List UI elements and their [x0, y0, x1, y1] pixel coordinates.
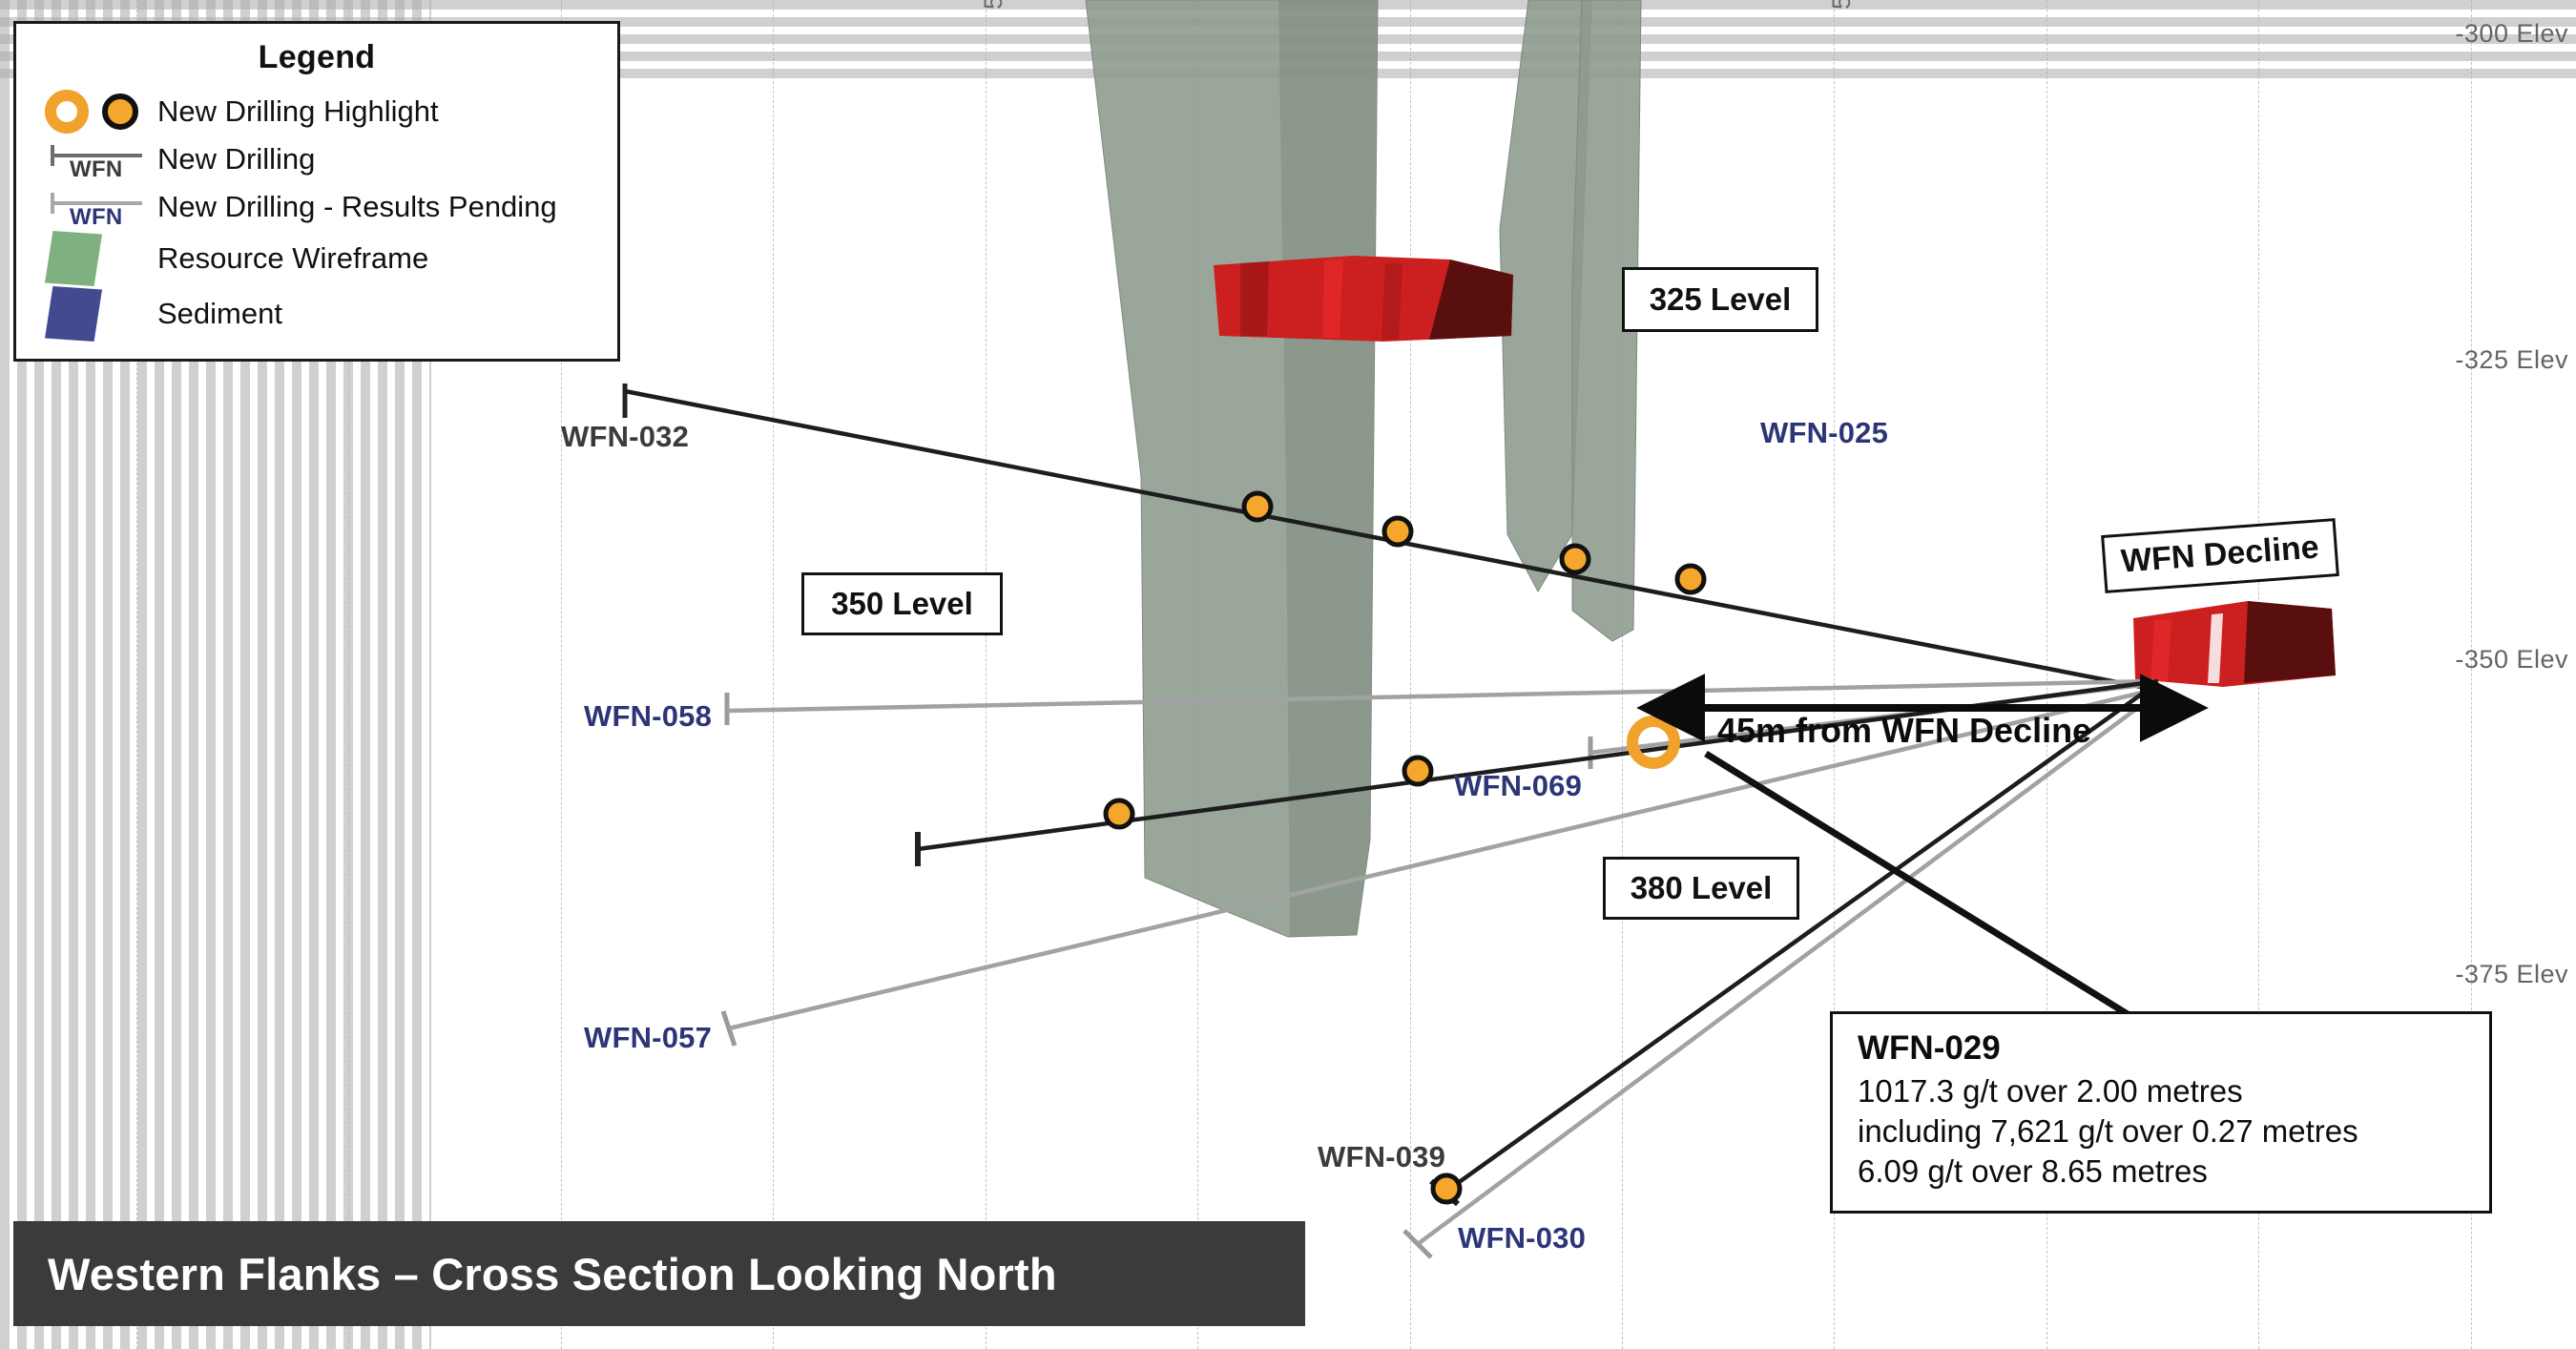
callout-line: 1017.3 g/t over 2.00 metres	[1858, 1073, 2243, 1109]
hole-label-WFN-032: WFN-032	[561, 420, 690, 453]
level-label-350: 350 Level	[801, 572, 1003, 635]
grid-line-v	[773, 0, 774, 1349]
legend-label: New Drilling Highlight	[157, 94, 439, 128]
highlight-ring-icon	[45, 90, 89, 134]
grid-line-v	[986, 0, 987, 1349]
level-label-325: 325 Level	[1622, 267, 1818, 332]
grid-line-v	[1410, 0, 1411, 1349]
hole-label-WFN-058: WFN-058	[584, 699, 713, 733]
green-swatch-icon	[45, 231, 102, 286]
legend-item-new-drilling-highlight: New Drilling Highlight	[16, 88, 617, 135]
resource-wireframe-left-shade	[1278, 0, 1378, 937]
callout-hole-id: WFN-029	[1858, 1029, 2001, 1067]
callout-line: including 7,621 g/t over 0.27 metres	[1858, 1112, 2358, 1149]
legend-label: Resource Wireframe	[157, 241, 429, 275]
grid-line-v	[1622, 0, 1623, 1349]
legend-item-results-pending: WFN New Drilling - Results Pending	[16, 183, 617, 231]
decline-solid-facet	[2150, 619, 2171, 681]
leader-line-WFN-029	[1704, 751, 2137, 1022]
title-banner: Western Flanks – Cross Section Looking N…	[13, 1221, 1305, 1326]
distance-label: 45m from WFN Decline	[1717, 711, 2092, 750]
legend-hole-code: WFN	[70, 156, 123, 182]
highlight-dot-icon	[102, 93, 138, 130]
drill-trace-pending-icon: WFN	[45, 185, 150, 230]
highlight-dot	[1103, 798, 1135, 830]
legend-symbol-pending: WFN	[45, 185, 157, 230]
legend-hole-code: WFN	[70, 204, 123, 230]
legend-label: New Drilling	[157, 142, 316, 176]
drill-trace-WFN-057	[728, 686, 2159, 1031]
highlight-dot	[1559, 543, 1591, 575]
ore-lens-upper-facet	[1240, 261, 1269, 336]
ore-lens-upper-facet	[1381, 263, 1402, 340]
grid-line-v	[561, 0, 562, 1349]
northing-label: 544075 N	[1827, 0, 1857, 10]
legend-item-resource-wireframe: Resource Wireframe	[16, 231, 617, 286]
legend-symbol-new-drilling: WFN	[45, 137, 157, 182]
drill-trace-WFN-039	[1443, 683, 2156, 1194]
highlight-dot	[1430, 1173, 1463, 1205]
hole-label-WFN-030: WFN-030	[1458, 1221, 1587, 1255]
legend-symbol-highlight	[45, 90, 157, 134]
grid-line-v	[348, 0, 349, 1349]
northing-label: 544050 N	[979, 0, 1008, 10]
drill-trace-icon: WFN	[45, 137, 150, 182]
hole-label-WFN-057: WFN-057	[584, 1021, 713, 1054]
callout-WFN-029: WFN-029 1017.3 g/t over 2.00 metres incl…	[1830, 1011, 2492, 1214]
grid-line-v	[136, 0, 137, 1349]
resource-wireframe-right-2	[1571, 0, 1642, 642]
legend: Legend New Drilling Highlight WFN New Dr…	[13, 21, 620, 362]
ore-lens-upper-dark	[1429, 259, 1513, 340]
figure-title: Western Flanks – Cross Section Looking N…	[48, 1248, 1057, 1299]
legend-item-sediment: Sediment	[16, 286, 617, 342]
elev-label: -325 Elev	[2455, 345, 2568, 374]
decline-solid-highlight	[2208, 613, 2223, 683]
resource-wireframe-right	[1499, 0, 1592, 593]
highlight-dot	[1674, 563, 1707, 595]
elev-label: -375 Elev	[2455, 960, 2568, 988]
grid-line-v	[2471, 0, 2472, 1349]
hole-label-WFN-039: WFN-039	[1318, 1140, 1446, 1173]
ore-lens-upper-facet	[1322, 259, 1343, 338]
legend-symbol-wireframe	[45, 231, 157, 286]
highlight-dot	[1381, 515, 1414, 548]
drill-trace-WFN-030	[1416, 691, 2160, 1246]
legend-label: New Drilling - Results Pending	[157, 190, 557, 223]
highlight-dot	[1241, 490, 1274, 523]
legend-symbol-sediment	[45, 286, 157, 342]
level-label-380: 380 Level	[1603, 857, 1799, 920]
hole-label-WFN-069: WFN-069	[1454, 769, 1583, 802]
legend-title: Legend	[258, 39, 376, 75]
blue-swatch-icon	[45, 286, 102, 342]
highlight-dot	[1402, 755, 1434, 787]
legend-label: Sediment	[157, 297, 282, 330]
elev-label: -300 Elev	[2455, 19, 2568, 48]
decline-solid-dark	[2244, 601, 2336, 683]
elev-label: -350 Elev	[2455, 645, 2568, 674]
callout-line: 6.09 g/t over 8.65 metres	[1858, 1152, 2208, 1189]
hole-label-WFN-025: WFN-025	[1760, 416, 1889, 449]
legend-item-new-drilling: WFN New Drilling	[16, 135, 617, 183]
